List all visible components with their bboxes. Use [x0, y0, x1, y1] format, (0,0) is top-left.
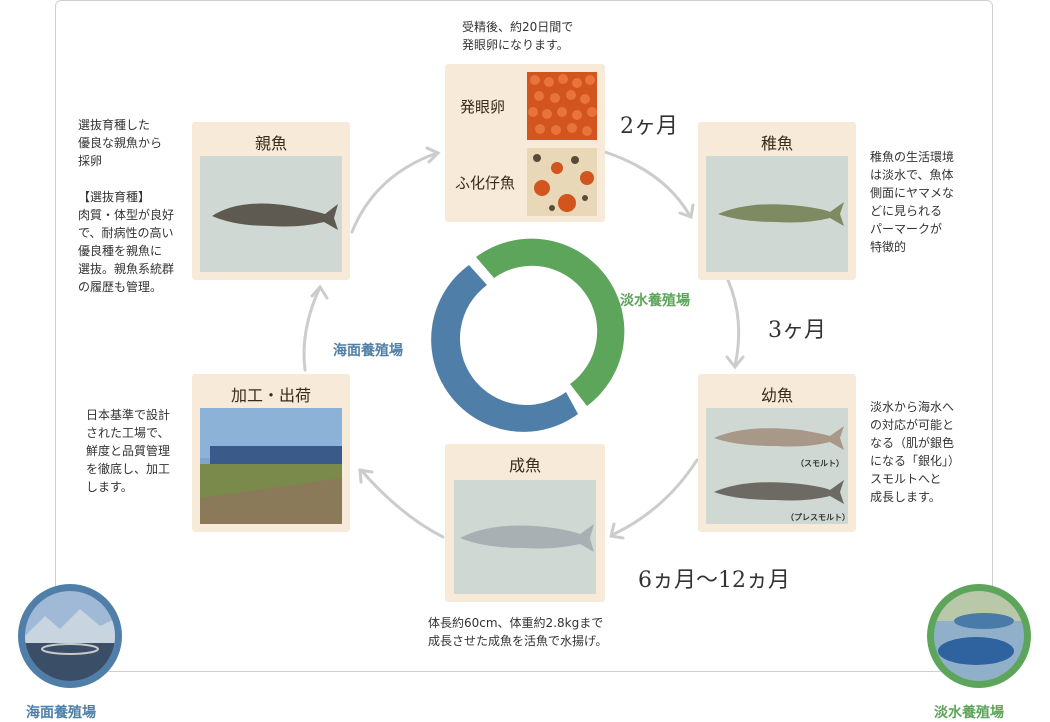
- duration-3-months: 3ヶ月: [768, 318, 826, 343]
- arrow-processing-to-parent: [302, 285, 322, 372]
- fry-title: 稚魚: [760, 134, 793, 153]
- adult-card: 成魚: [445, 444, 605, 602]
- arrow-fry-to-juvenile: [726, 278, 741, 368]
- egg-note: 受精後、約20日間で 発眼卵になります。: [462, 20, 574, 52]
- duration-6-12-months: 6ヵ月〜12ヵ月: [638, 568, 790, 593]
- juvenile-desc: 淡水から海水へ の対応が可能と なる（肌が銀色 になる「銀化」） スモルトへと …: [870, 400, 961, 504]
- parent-fish-photo: [200, 156, 342, 272]
- sea-ring-arc: [431, 265, 578, 432]
- parent-fish-title: 親魚: [254, 134, 287, 153]
- sea-farm-badge: [18, 584, 122, 688]
- duration-2-months: 2ヶ月: [620, 114, 678, 139]
- fry-photo: [706, 156, 848, 272]
- hatched-fry-photo: [527, 148, 597, 216]
- processing-card: 加工・出荷: [192, 374, 350, 532]
- adult-desc: 体長約60cm、体重約2.8kgまで 成長させた成魚を活魚で水揚げ。: [428, 616, 608, 648]
- adult-title: 成魚: [508, 456, 541, 475]
- fry-desc: 稚魚の生活環境 は淡水で、魚体 側面にヤマメな どに見られる パーマークが 特徴…: [870, 150, 955, 254]
- parent-fish-desc: 選抜育種した 優良な親魚から 採卵 【選抜育種】 肉質・体型が良好 で、耐病性の…: [78, 118, 175, 294]
- eyed-egg-label: 発眼卵: [460, 98, 506, 116]
- juvenile-photo: [706, 408, 848, 524]
- fry-card: 稚魚: [698, 122, 856, 280]
- arrow-parent-to-egg: [350, 151, 439, 234]
- processing-title: 加工・出荷: [230, 386, 311, 405]
- fresh-farm-badge: [927, 584, 1031, 688]
- presmolt-tag: （プレスモルト）: [786, 513, 850, 522]
- sea-farm-corner-label: 海面養殖場: [26, 705, 96, 721]
- diagram-frame: [55, 0, 993, 672]
- eyed-egg-photo: [527, 72, 597, 140]
- processing-photo: [200, 408, 342, 524]
- hatched-fry-label: ふ化仔魚: [455, 174, 516, 192]
- processing-desc: 日本基準で設計 された工場で、 鮮度と品質管理 を徹底し、加工 します。: [86, 408, 171, 494]
- arrow-juvenile-to-adult: [610, 458, 699, 537]
- smolt-tag: （スモルト）: [796, 459, 844, 468]
- arrow-egg-to-fry: [603, 150, 692, 218]
- arrow-adult-to-processing: [359, 468, 445, 539]
- egg-card: 発眼卵 ふ化仔魚: [445, 64, 605, 222]
- parent-fish-card: 親魚: [192, 122, 350, 280]
- fresh-farm-corner-label: 淡水養殖場: [934, 705, 1004, 721]
- sea-farm-label: 海面養殖場: [333, 343, 403, 359]
- juvenile-title: 幼魚: [760, 386, 793, 405]
- juvenile-card: 幼魚 （スモルト） （プレスモルト）: [698, 374, 856, 532]
- adult-photo: [454, 480, 596, 594]
- fresh-ring-arc: [476, 238, 625, 406]
- fresh-farm-label: 淡水養殖場: [620, 293, 690, 309]
